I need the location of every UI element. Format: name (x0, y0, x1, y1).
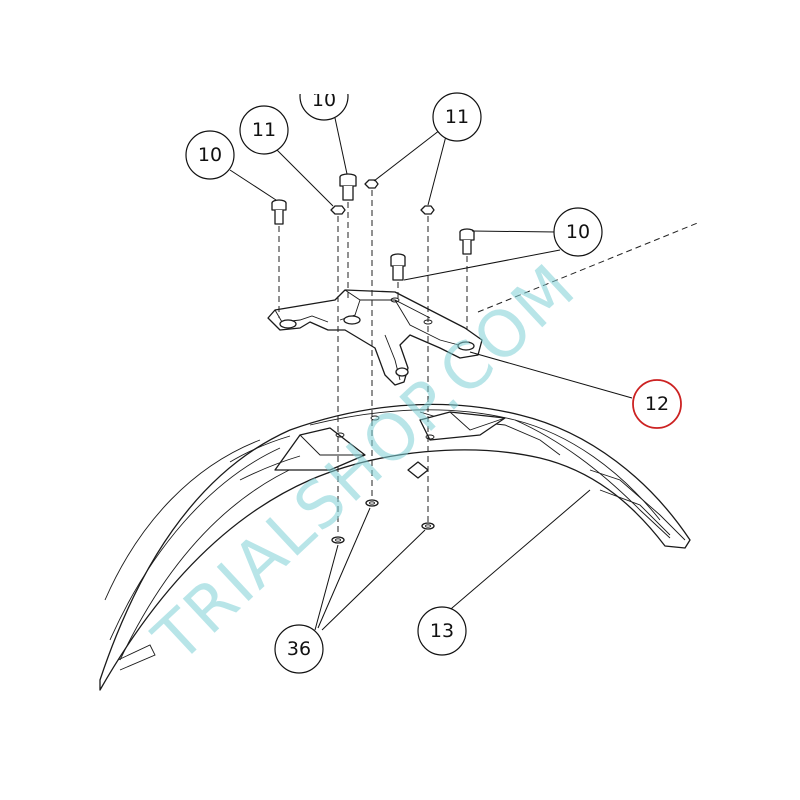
svg-text:11: 11 (252, 119, 276, 141)
callout-36: 36 (274, 624, 324, 674)
callout-10-right: 10 (553, 207, 603, 257)
nut-11-b (364, 179, 379, 189)
bolt-10-a (271, 199, 287, 225)
bolt-10-c (390, 253, 406, 281)
washers-36 (331, 499, 435, 544)
svg-text:10: 10 (566, 221, 590, 243)
svg-text:12: 12 (645, 393, 669, 415)
svg-text:36: 36 (287, 638, 311, 660)
svg-text:13: 13 (430, 620, 454, 642)
svg-text:10: 10 (198, 144, 222, 166)
nut-11-c (420, 205, 435, 215)
callout-12-highlighted: 12 (632, 379, 682, 429)
callout-10-left: 10 (185, 130, 235, 180)
bolt-10-d (459, 228, 475, 255)
bolt-10-b (339, 173, 357, 201)
mounting-bracket (267, 289, 483, 386)
nut-11-a (330, 205, 346, 215)
callout-11-left: 11 (239, 105, 289, 155)
svg-text:10: 10 (312, 89, 336, 111)
rear-fender (99, 403, 691, 691)
callout-13: 13 (417, 606, 467, 656)
svg-text:11: 11 (445, 106, 469, 128)
leader-lines (229, 117, 633, 631)
top-crop-mask (296, 60, 352, 94)
callout-11-right: 11 (432, 92, 482, 142)
